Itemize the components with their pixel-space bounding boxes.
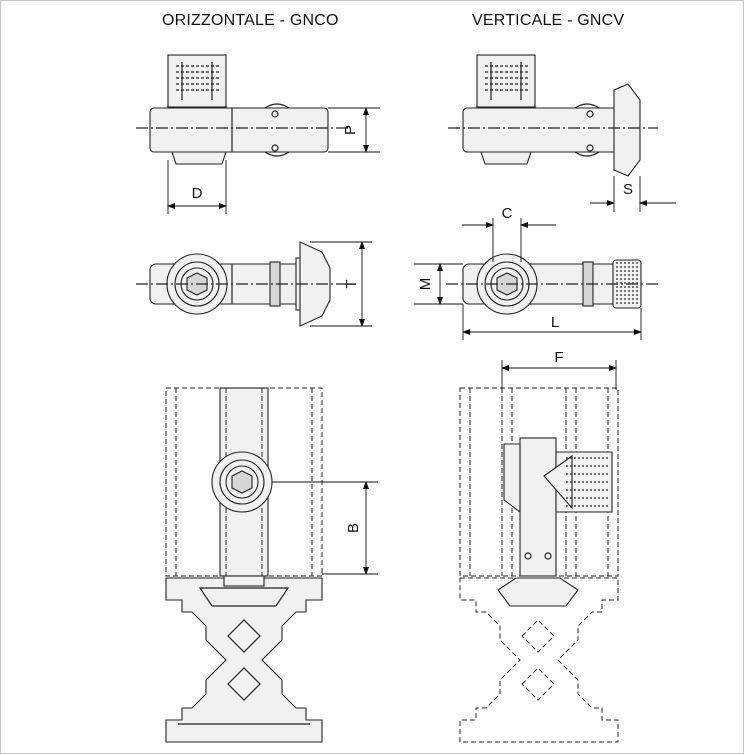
gnco-top-view: T: [136, 241, 372, 327]
dim-label-s: S: [623, 181, 633, 198]
gnco-mounted-view: B: [165, 387, 378, 743]
gnco-side-view: P D: [136, 54, 380, 214]
title-vertical: VERTICALE - GNCV: [472, 12, 625, 29]
dim-label-t: T: [343, 279, 360, 288]
dim-label-p: P: [342, 125, 359, 135]
title-horizontal: ORIZZONTALE - GNCO: [162, 12, 339, 29]
dim-label-b: B: [345, 523, 362, 533]
gncv-top-view: C M L: [414, 205, 658, 340]
gncv-mounted-view: F: [459, 349, 619, 743]
dim-label-c: C: [502, 205, 513, 222]
gncv-side-view: S: [448, 54, 676, 212]
dim-label-l: L: [551, 314, 559, 331]
dim-label-f: F: [554, 349, 563, 366]
dim-label-m: M: [417, 278, 434, 291]
dim-label-d: D: [192, 185, 203, 202]
